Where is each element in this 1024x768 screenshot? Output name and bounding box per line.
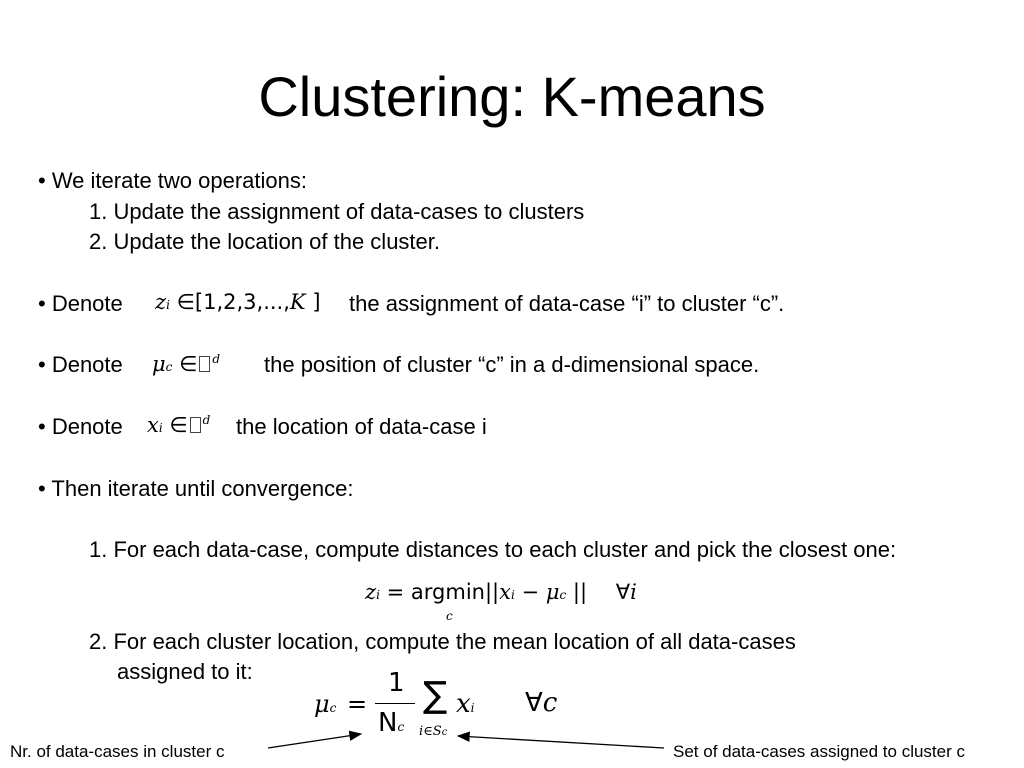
mean-numerator: 1 [388,668,405,698]
mean-forall-symbol: ∀ [525,688,543,718]
mean-x-term: xi [456,688,475,719]
arrow-to-denominator [267,730,363,749]
assign-mu-sub: c [559,588,567,602]
real-numbers-icon [189,417,201,433]
sum-sub-in: ∈ [423,724,433,739]
mu-sup: d [212,352,221,366]
summation-symbol: ∑ [423,675,448,716]
assign-x: x [499,580,511,604]
summation-subscript: i∈Sc [419,724,447,739]
assign-mu: μ [545,580,560,604]
bullet-converge-intro: • Then iterate until convergence: [38,476,354,501]
element-of-symbol: ∈ [176,290,195,314]
z-assignment-formula: zi ∈[1,2,3,...,K ] [155,290,321,314]
mean-mu: μ [314,690,330,718]
x-location-formula: xi ∈ d [147,413,210,437]
assign-forall: ∀ [615,580,631,604]
mu-position-formula: μc ∈ d [152,352,220,376]
iterate-step-1: 1. Update the assignment of data-cases t… [89,199,585,224]
x-sup: d [202,413,211,427]
converge-step-2-line-1: 2. For each cluster location, compute th… [89,629,796,654]
mean-lhs: μc = [314,690,367,719]
z-var: z [155,290,167,314]
mu-sub: c [165,360,173,374]
mean-den-n: N [378,708,398,738]
assign-lhs: z [365,580,377,604]
mean-den-sub: c [397,720,405,734]
assign-eq: = [386,580,405,604]
mean-x-sub: i [470,701,475,715]
assign-norm-close: || [572,580,588,604]
bullet-denote-mu: • Denote [38,352,123,377]
assignment-update-formula: zi = argmin||xi − μc || ∀i [365,580,637,604]
sum-sub-i: i [419,724,424,739]
denote-x-text: the location of data-case i [236,414,487,439]
assign-lhs-sub: i [376,588,380,602]
denote-z-text: the assignment of data-case “i” to clust… [349,291,785,316]
argmin-subscript: c [446,609,453,623]
mu-var: μ [152,352,166,376]
mean-forall: ∀c [525,688,557,718]
mean-denominator: Nc [378,708,404,738]
assign-argmin: argmin [410,580,485,604]
element-of-symbol: ∈ [179,352,198,376]
arrow-to-sum-subscript [456,731,665,749]
real-numbers-icon [199,356,211,372]
assign-minus: − [521,580,540,604]
sum-sub-s: S [432,724,442,739]
z-set-k: K [289,290,306,314]
sum-sub-c: c [441,727,448,738]
element-of-symbol: ∈ [169,413,188,437]
x-sub: i [158,421,163,435]
z-sub: i [166,298,170,312]
mean-eq: = [347,690,368,718]
bullet-denote-x: • Denote [38,414,123,439]
mean-x: x [456,689,471,719]
x-var: x [147,413,159,437]
fraction-bar [375,703,415,704]
converge-step-2-line-2: assigned to it: [117,659,253,684]
z-set: [1,2,3,..., [194,290,290,314]
iterate-step-2: 2. Update the location of the cluster. [89,229,441,254]
bullet-iterate-intro: • We iterate two operations: [38,168,307,193]
bullet-denote-z: • Denote [38,291,123,316]
assign-forall-var: i [630,580,637,604]
mean-forall-var: c [542,688,558,718]
mean-lhs-sub: c [329,701,337,715]
annotation-cluster-set: Set of data-cases assigned to cluster c [673,742,965,761]
converge-step-1: 1. For each data-case, compute distances… [89,537,897,562]
assign-x-sub: i [510,588,515,602]
z-set-close: ] [312,290,321,314]
slide-title: Clustering: K-means [258,65,766,128]
denote-mu-text: the position of cluster “c” in a d-dimen… [264,352,760,377]
annotation-cluster-count: Nr. of data-cases in cluster c [10,742,225,761]
assign-norm-open: || [484,580,500,604]
